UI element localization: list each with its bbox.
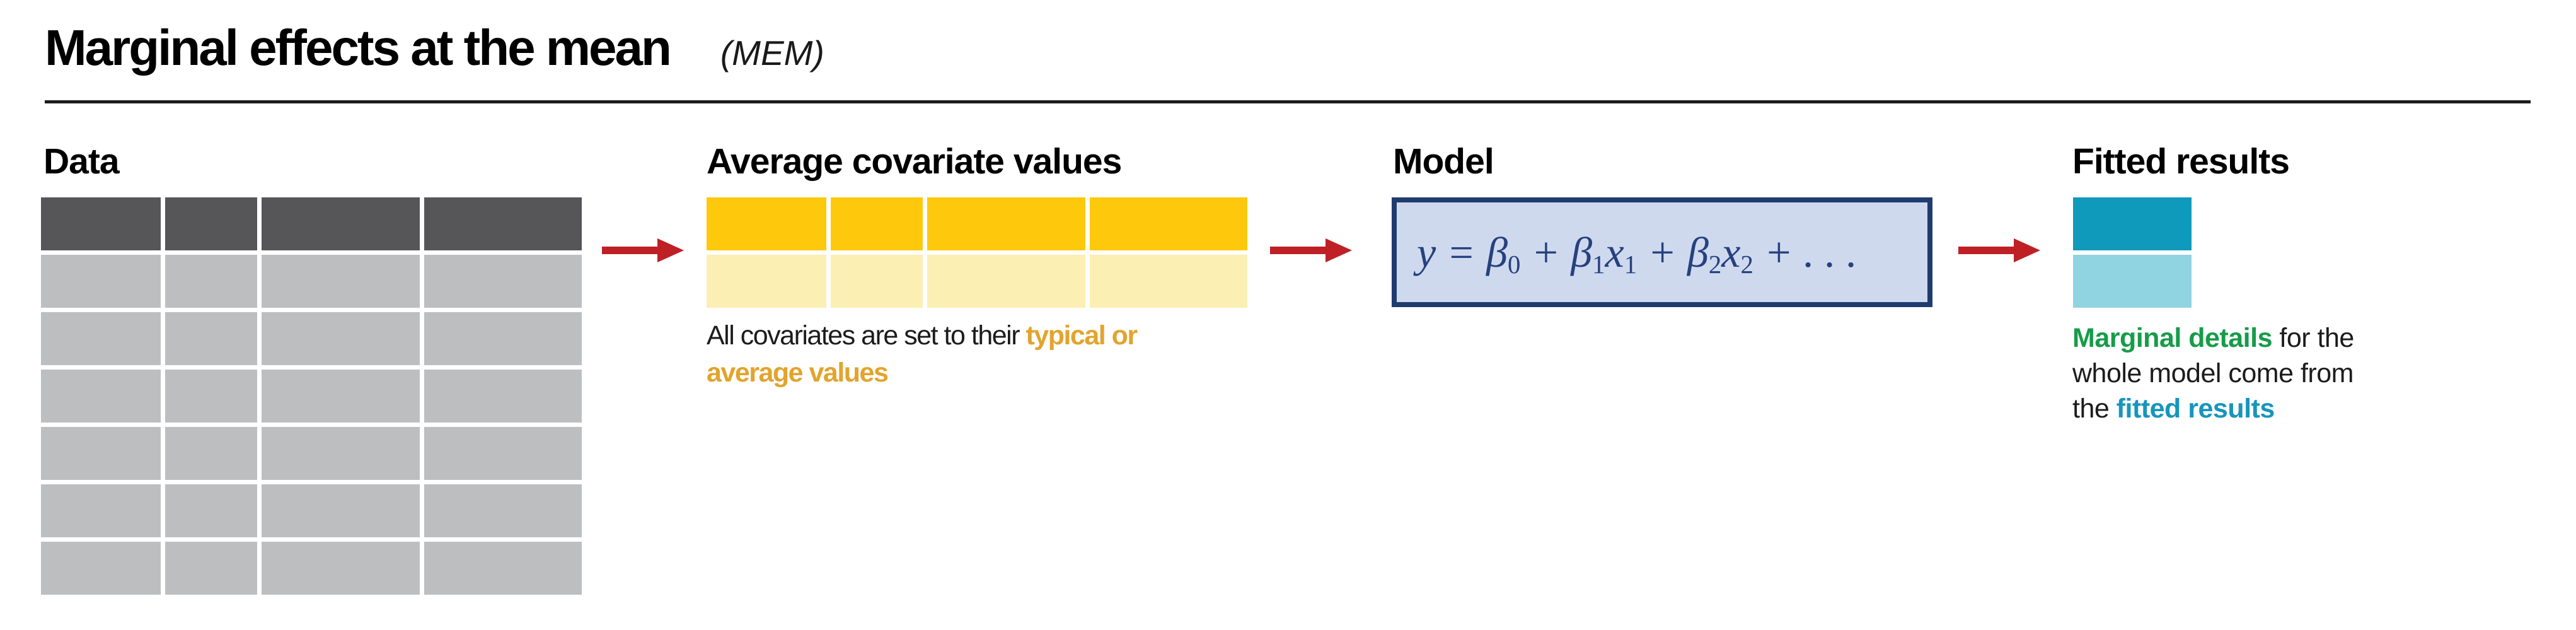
avg-faded-cell <box>707 255 826 308</box>
heading-fitted-results: Fitted results <box>2072 141 2290 182</box>
avg-highlight-cell <box>831 197 923 250</box>
equation-part: x <box>1721 228 1741 276</box>
equation-subscript: 2 <box>1708 250 1722 279</box>
data-cell <box>41 484 161 537</box>
caption-emphasis-teal: fitted results <box>2116 394 2275 424</box>
data-cell <box>424 370 582 423</box>
equation-part: + β <box>1520 228 1593 276</box>
data-cell <box>424 427 582 480</box>
caption-line: Marginal details for the <box>2072 320 2354 356</box>
caption-emphasis-gold: average values <box>707 358 889 388</box>
avg-faded-cell <box>927 255 1085 308</box>
caption-emphasis-green: Marginal details <box>2072 323 2272 353</box>
fitted-faded-cell <box>2073 255 2192 308</box>
data-header-cell <box>262 197 420 250</box>
fitted-highlight-cell <box>2073 197 2192 250</box>
fitted-results-caption: Marginal details for the whole model com… <box>2072 320 2354 426</box>
regression-equation: y = β0 + β1x1 + β2x2 + . . . <box>1417 228 1857 277</box>
data-cell <box>41 255 161 308</box>
data-cell <box>424 484 582 537</box>
data-cell <box>262 427 420 480</box>
heading-average-covariate-values: Average covariate values <box>707 141 1122 182</box>
avg-highlight-cell <box>1090 197 1247 250</box>
page-title: Marginal effects at the mean <box>45 20 672 76</box>
data-cell <box>262 484 420 537</box>
equation-part: + β <box>1637 228 1709 276</box>
avg-faded-cell <box>1090 255 1247 308</box>
flow-arrow-icon <box>1270 238 1352 262</box>
data-cell <box>41 312 161 365</box>
data-cell <box>262 370 420 423</box>
caption-text: for the <box>2272 323 2354 353</box>
caption-line: All covariates are set to their typical … <box>707 317 1138 354</box>
equation-subscript: 1 <box>1624 250 1637 279</box>
heading-model: Model <box>1393 141 1494 182</box>
flow-arrow-icon <box>1958 238 2040 262</box>
data-table <box>41 197 582 595</box>
data-cell <box>41 370 161 423</box>
data-cell <box>41 542 161 595</box>
caption-line: average values <box>707 354 1137 392</box>
title-row: Marginal effects at the mean (MEM) <box>45 23 824 73</box>
equation-subscript: 0 <box>1507 250 1521 279</box>
equation-part: + . . . <box>1753 228 1857 276</box>
avg-highlight-cell <box>927 197 1085 250</box>
data-cell <box>165 427 257 480</box>
heading-data: Data <box>43 141 120 182</box>
caption-emphasis-gold: typical or <box>1025 320 1138 351</box>
flow-arrow-icon <box>602 238 684 262</box>
average-covariates-caption: All covariates are set to their typical … <box>707 317 1138 392</box>
data-cell <box>262 312 420 365</box>
caption-line: whole model come from <box>2072 356 2354 391</box>
data-cell <box>424 255 582 308</box>
data-cell <box>165 370 257 423</box>
equation-part: x <box>1605 228 1624 276</box>
equation-part: y = β <box>1417 228 1508 276</box>
data-cell <box>424 542 582 595</box>
avg-highlight-cell <box>707 197 826 250</box>
equation-subscript: 1 <box>1592 250 1605 279</box>
data-cell <box>165 255 257 308</box>
data-cell <box>424 312 582 365</box>
data-cell <box>262 255 420 308</box>
caption-text: the <box>2072 394 2117 424</box>
average-covariates-table <box>707 197 1247 308</box>
caption-line: the fitted results <box>2072 391 2354 426</box>
data-cell <box>165 484 257 537</box>
title-divider <box>45 100 2531 103</box>
page-title-abbreviation: (MEM) <box>720 33 824 73</box>
data-cell <box>41 427 161 480</box>
avg-faded-cell <box>831 255 923 308</box>
data-header-cell <box>424 197 582 250</box>
data-cell <box>262 542 420 595</box>
fitted-results-cells <box>2073 197 2192 308</box>
data-header-cell <box>165 197 257 250</box>
data-cell <box>165 542 257 595</box>
caption-text: whole model come from <box>2072 358 2354 388</box>
equation-subscript: 2 <box>1740 250 1753 279</box>
data-header-cell <box>41 197 161 250</box>
model-equation-box: y = β0 + β1x1 + β2x2 + . . . <box>1392 197 1932 307</box>
data-cell <box>165 312 257 365</box>
caption-text: All covariates are set to their <box>707 320 1026 351</box>
